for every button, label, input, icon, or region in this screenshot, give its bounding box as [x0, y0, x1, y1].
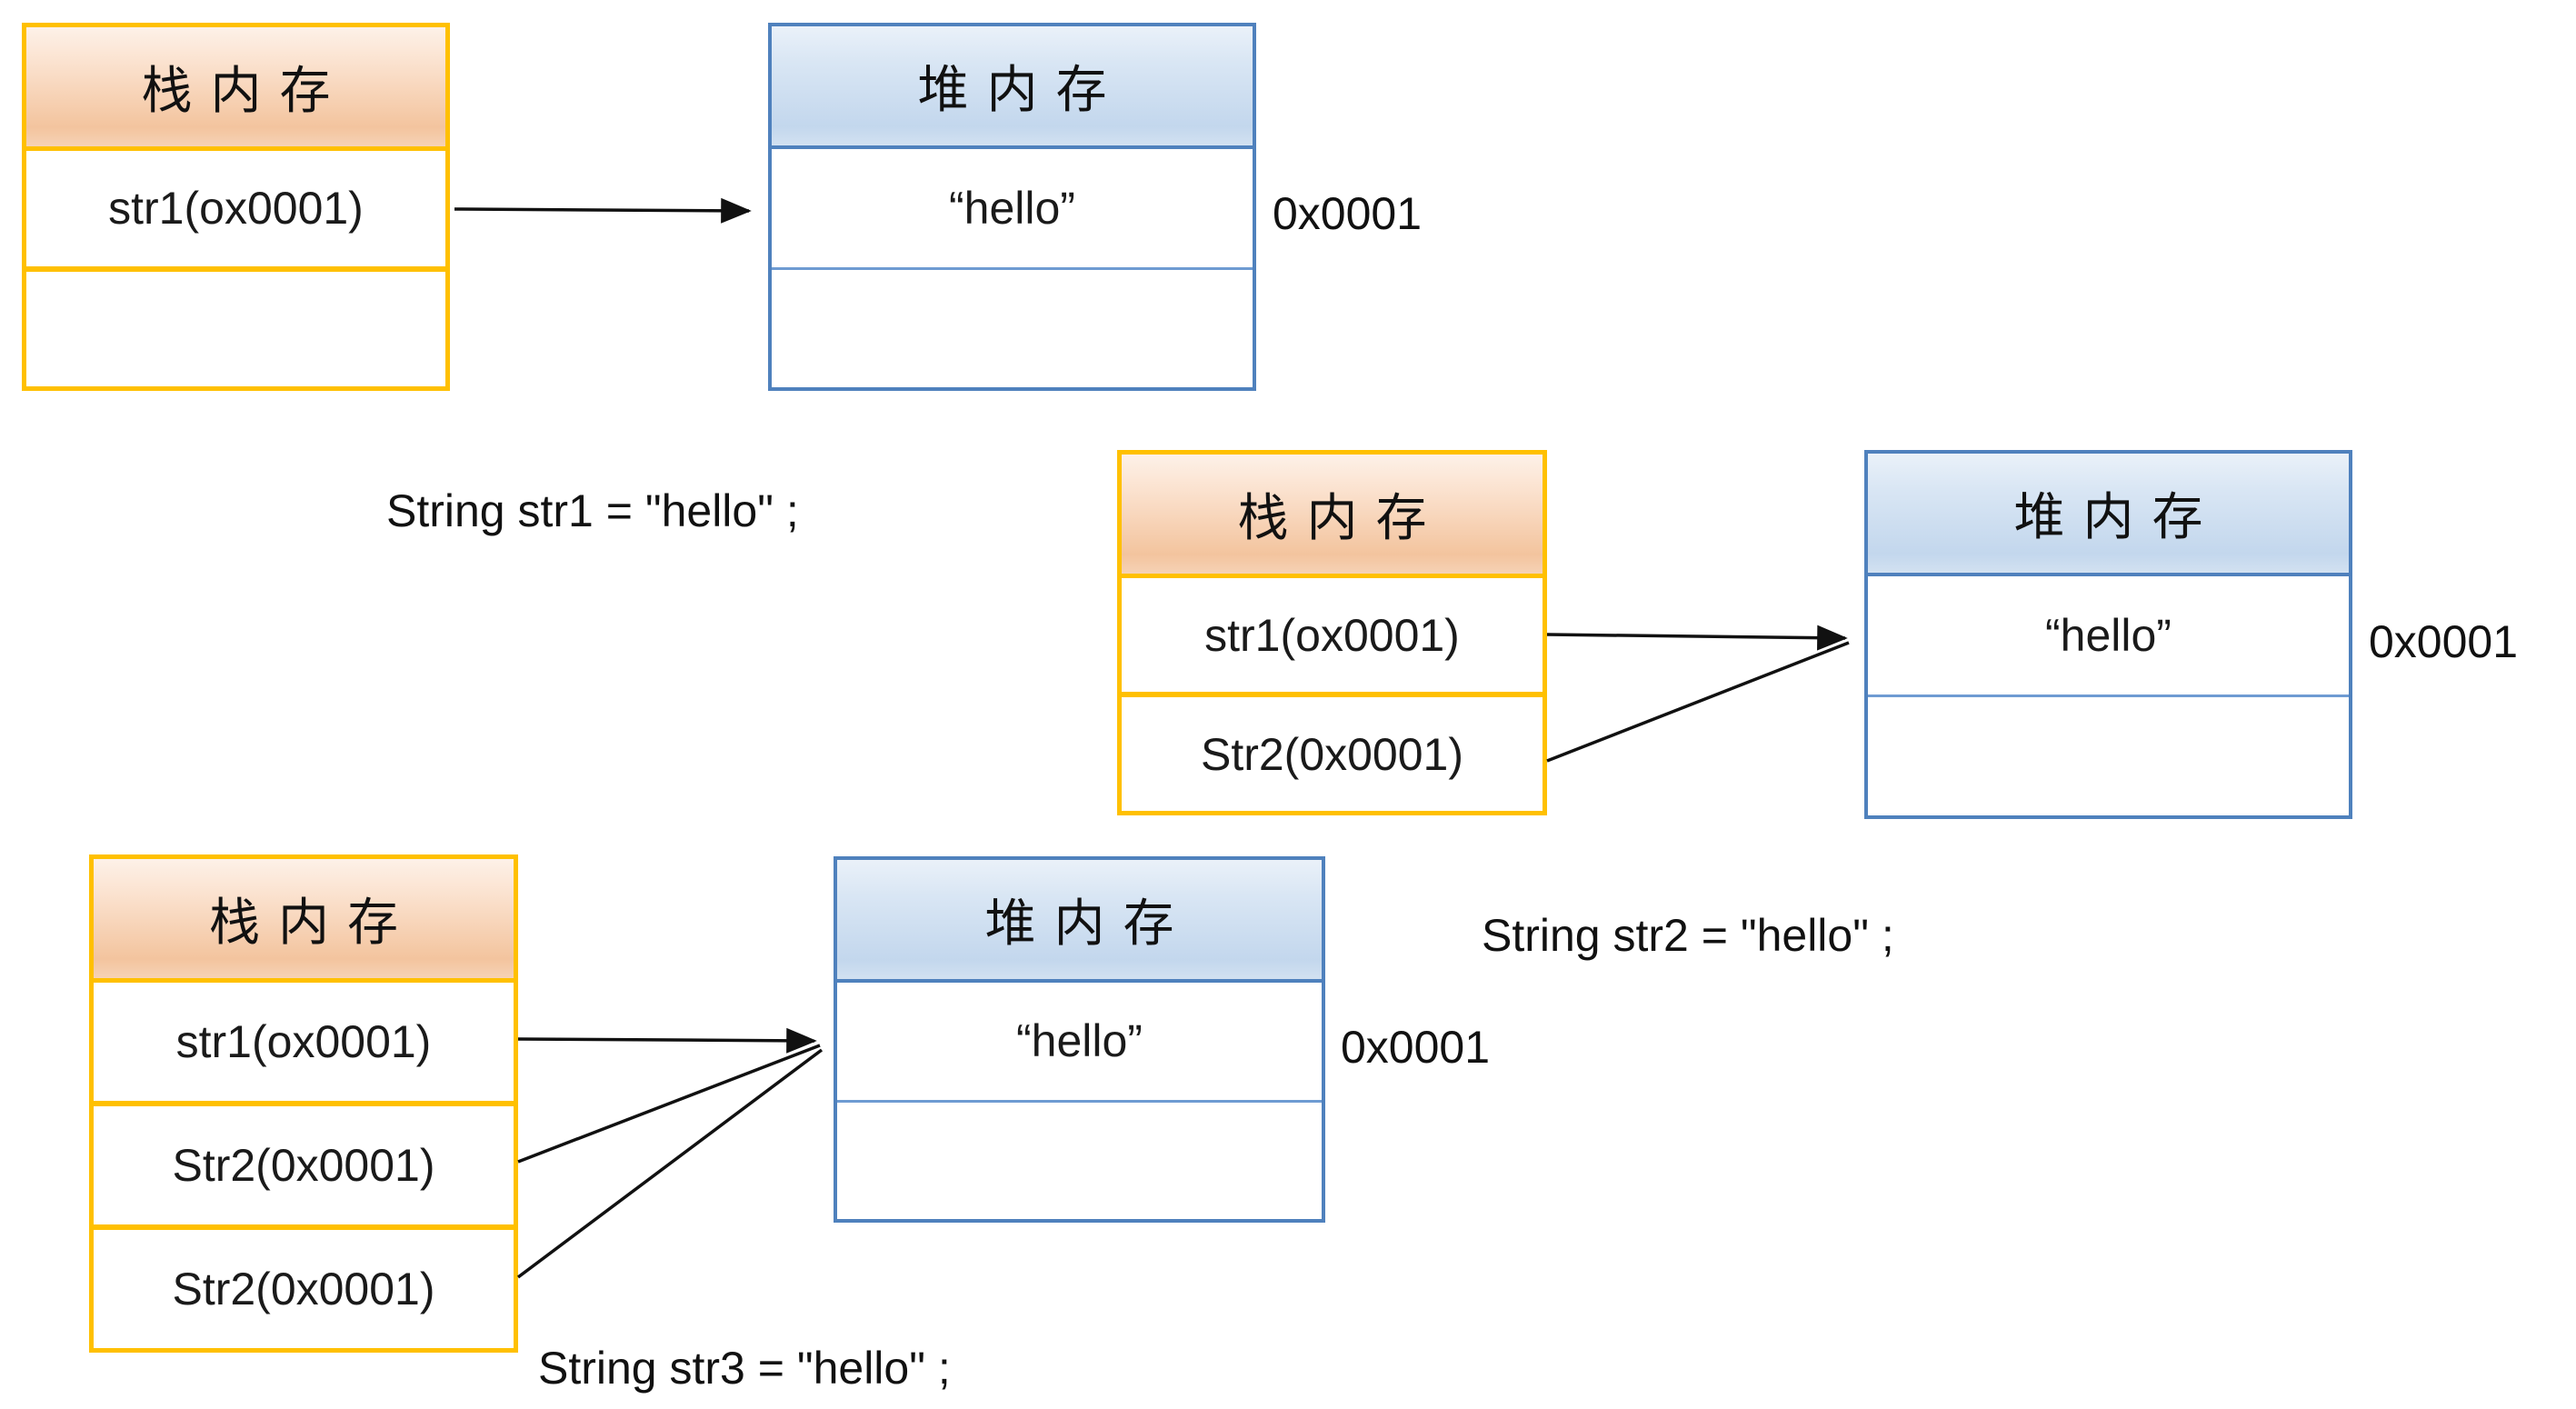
stack-cell-str1: str1(ox0001): [94, 983, 514, 1101]
stack-header-title: 栈内存: [26, 27, 445, 151]
heap-header-title: 堆内存: [837, 860, 1322, 983]
arrow-str2-to-heap2: [1546, 641, 1850, 763]
heap-cell-empty: [837, 1099, 1322, 1219]
heap-memory-box-2: 堆内存 “hello”: [1864, 450, 2352, 819]
stack-memory-box-1: 栈内存 str1(ox0001): [22, 23, 450, 391]
arrow-str1-to-heap1: [454, 197, 752, 224]
stack-cell-empty: [26, 265, 445, 386]
stack-cell-str1: str1(ox0001): [1122, 578, 1543, 692]
heap-header-title: 堆内存: [772, 26, 1253, 149]
heap-memory-box-1: 堆内存 “hello”: [768, 23, 1256, 391]
code-statement-str2: String str2 = "hello" ;: [1482, 910, 1894, 961]
stack-memory-box-2: 栈内存 str1(ox0001) Str2(0x0001): [1117, 450, 1547, 815]
heap-cell-hello: “hello”: [1868, 576, 2349, 695]
stack-cell-str2: Str2(0x0001): [94, 1101, 514, 1224]
code-statement-str1: String str1 = "hello" ;: [386, 485, 799, 536]
stack-header-title: 栈内存: [94, 859, 514, 983]
stack-cell-str1: str1(ox0001): [26, 151, 445, 266]
heap-address-label-3: 0x0001: [1341, 1022, 1491, 1073]
arrow-str1-to-heap2: [1546, 625, 1848, 651]
stack-memory-box-3: 栈内存 str1(ox0001) Str2(0x0001) Str2(0x000…: [89, 854, 518, 1353]
stack-cell-str3: Str2(0x0001): [94, 1224, 514, 1348]
stack-cell-str2: Str2(0x0001): [1122, 692, 1543, 811]
arrow-str2-to-heap3: [517, 1044, 821, 1164]
arrow-str3-to-heap3: [516, 1048, 824, 1279]
arrow-str1-to-heap3: [517, 1027, 817, 1054]
stack-header-title: 栈内存: [1122, 455, 1543, 578]
heap-address-label-2: 0x0001: [2369, 616, 2519, 667]
heap-cell-hello: “hello”: [837, 983, 1322, 1100]
code-statement-str3: String str3 = "hello" ;: [538, 1343, 951, 1394]
heap-address-label-1: 0x0001: [1273, 188, 1423, 239]
heap-header-title: 堆内存: [1868, 454, 2349, 576]
heap-cell-empty: [772, 266, 1253, 387]
heap-cell-empty: [1868, 695, 2349, 815]
heap-cell-hello: “hello”: [772, 149, 1253, 267]
heap-memory-box-3: 堆内存 “hello”: [834, 856, 1325, 1223]
